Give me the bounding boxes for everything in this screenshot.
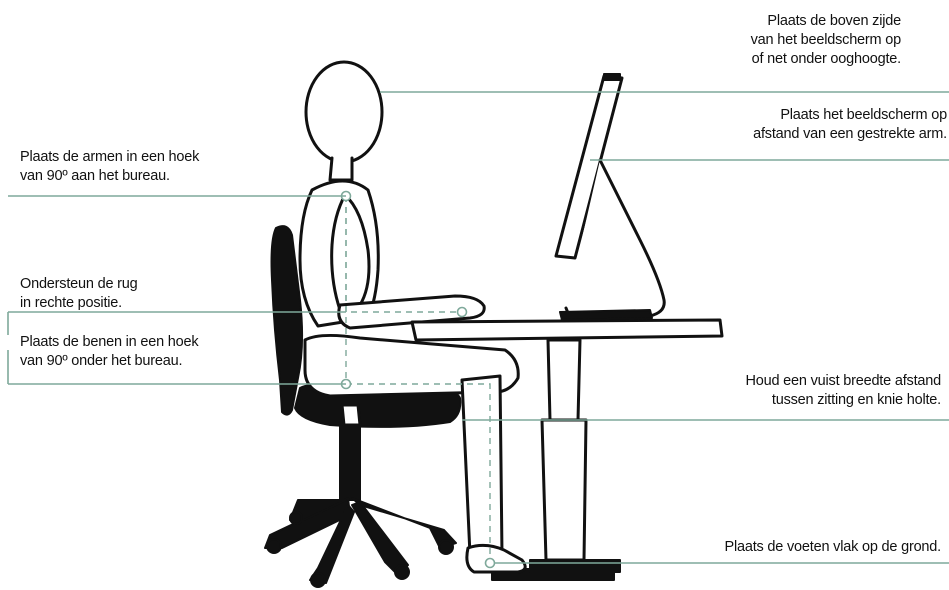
label-knee: Houd een vuist breedte afstand tussen zi… [745, 372, 941, 410]
label-feet-line-1: Plaats de voeten vlak op de grond. [725, 538, 942, 557]
monitor [556, 74, 664, 320]
label-feet: Plaats de voeten vlak op de grond. [725, 538, 942, 557]
label-legs-line-2: van 90º onder het bureau. [20, 352, 198, 371]
label-back-line-1: Ondersteun de rug [20, 275, 138, 294]
label-legs-line-1: Plaats de benen in een hoek [20, 333, 198, 352]
label-screen-top-line-1: Plaats de boven zijde [751, 12, 901, 31]
label-screen-distance: Plaats het beeldscherm op afstand van ee… [753, 106, 947, 144]
label-legs: Plaats de benen in een hoek van 90º onde… [20, 333, 198, 371]
label-arms-line-1: Plaats de armen in een hoek [20, 148, 199, 167]
label-screen-top: Plaats de boven zijde van het beeldscher… [751, 12, 901, 69]
label-screen-distance-line-1: Plaats het beeldscherm op [753, 106, 947, 125]
label-screen-distance-line-2: afstand van een gestrekte arm. [753, 125, 947, 144]
label-arms-line-2: van 90º aan het bureau. [20, 167, 199, 186]
seated-person [300, 62, 525, 572]
label-arms: Plaats de armen in een hoek van 90º aan … [20, 148, 199, 186]
label-screen-top-line-3: of net onder ooghoogte. [751, 50, 901, 69]
label-knee-line-2: tussen zitting en knie holte. [745, 391, 941, 410]
label-back-line-2: in rechte positie. [20, 294, 138, 313]
label-back: Ondersteun de rug in rechte positie. [20, 275, 138, 313]
label-screen-top-line-2: van het beeldscherm op [751, 31, 901, 50]
label-knee-line-1: Houd een vuist breedte afstand [745, 372, 941, 391]
